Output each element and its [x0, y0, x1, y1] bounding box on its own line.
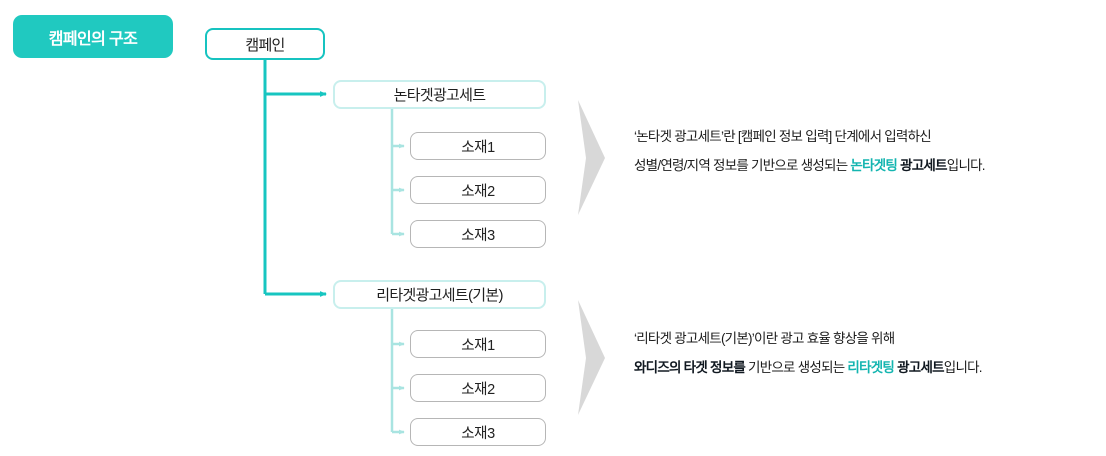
- branch-connector-non-target: [390, 109, 405, 237]
- node-creative-label: 소재2: [461, 183, 495, 200]
- description-line: ‘리타겟 광고세트(기본)’이란 광고 효율 향상을 위해: [634, 324, 1094, 353]
- description-text: 성별/연령/지역 정보를 기반으로 생성되는: [634, 158, 851, 173]
- description-accent-text: 리타겟팅: [847, 360, 895, 375]
- node-creative-label: 소재1: [461, 337, 495, 354]
- description-line: ‘논타겟 광고세트’란 [캠페인 정보 입력] 단계에서 입력하신: [634, 122, 1094, 151]
- node-adset-retarget[interactable]: 리타겟광고세트(기본): [333, 280, 546, 309]
- section-badge: 캠페인의 구조: [13, 15, 173, 58]
- description-text: ‘논타겟 광고세트’란 [캠페인 정보 입력] 단계에서 입력하신: [634, 129, 932, 144]
- description-bold-text: 와디즈의 타겟 정보를: [634, 360, 746, 375]
- node-creative-retarget-2[interactable]: 소재2: [410, 374, 546, 402]
- node-adset-retarget-label: 리타겟광고세트(기본): [376, 287, 503, 304]
- description-line: 성별/연령/지역 정보를 기반으로 생성되는 논타겟팅 광고세트입니다.: [634, 151, 1094, 180]
- description-text: 입니다.: [946, 158, 986, 173]
- chevron-pointer-icon: [578, 100, 605, 215]
- section-badge-label: 캠페인의 구조: [48, 30, 138, 48]
- node-campaign[interactable]: 캠페인: [205, 28, 325, 60]
- node-creative-label: 소재2: [461, 381, 495, 398]
- node-creative-non-target-3[interactable]: 소재3: [410, 220, 546, 248]
- description-non-target: ‘논타겟 광고세트’란 [캠페인 정보 입력] 단계에서 입력하신 성별/연령/…: [634, 122, 1094, 180]
- node-creative-retarget-1[interactable]: 소재1: [410, 330, 546, 358]
- description-text: 입니다.: [943, 360, 983, 375]
- node-creative-retarget-3[interactable]: 소재3: [410, 418, 546, 446]
- branch-connector-retarget: [390, 309, 405, 435]
- node-creative-non-target-2[interactable]: 소재2: [410, 176, 546, 204]
- node-campaign-label: 캠페인: [245, 36, 285, 54]
- description-bold-text: 광고세트: [897, 158, 947, 173]
- description-text: ‘리타겟 광고세트(기본)’이란 광고 효율 향상을 위해: [634, 331, 895, 346]
- node-creative-label: 소재3: [461, 425, 495, 442]
- node-adset-non-target-label: 논타겟광고세트: [393, 87, 486, 104]
- description-line: 와디즈의 타겟 정보를 기반으로 생성되는 리타겟팅 광고세트입니다.: [634, 353, 1094, 382]
- description-text: 기반으로 생성되는: [745, 360, 848, 375]
- node-creative-non-target-1[interactable]: 소재1: [410, 132, 546, 160]
- description-bold-text: 광고세트: [894, 360, 944, 375]
- trunk-connector: [263, 60, 327, 297]
- description-retarget: ‘리타겟 광고세트(기본)’이란 광고 효율 향상을 위해 와디즈의 타겟 정보…: [634, 324, 1094, 382]
- node-adset-non-target[interactable]: 논타겟광고세트: [333, 80, 546, 109]
- node-creative-label: 소재1: [461, 139, 495, 156]
- node-creative-label: 소재3: [461, 227, 495, 244]
- description-accent-text: 논타겟팅: [850, 158, 898, 173]
- chevron-pointer-icon: [578, 300, 605, 415]
